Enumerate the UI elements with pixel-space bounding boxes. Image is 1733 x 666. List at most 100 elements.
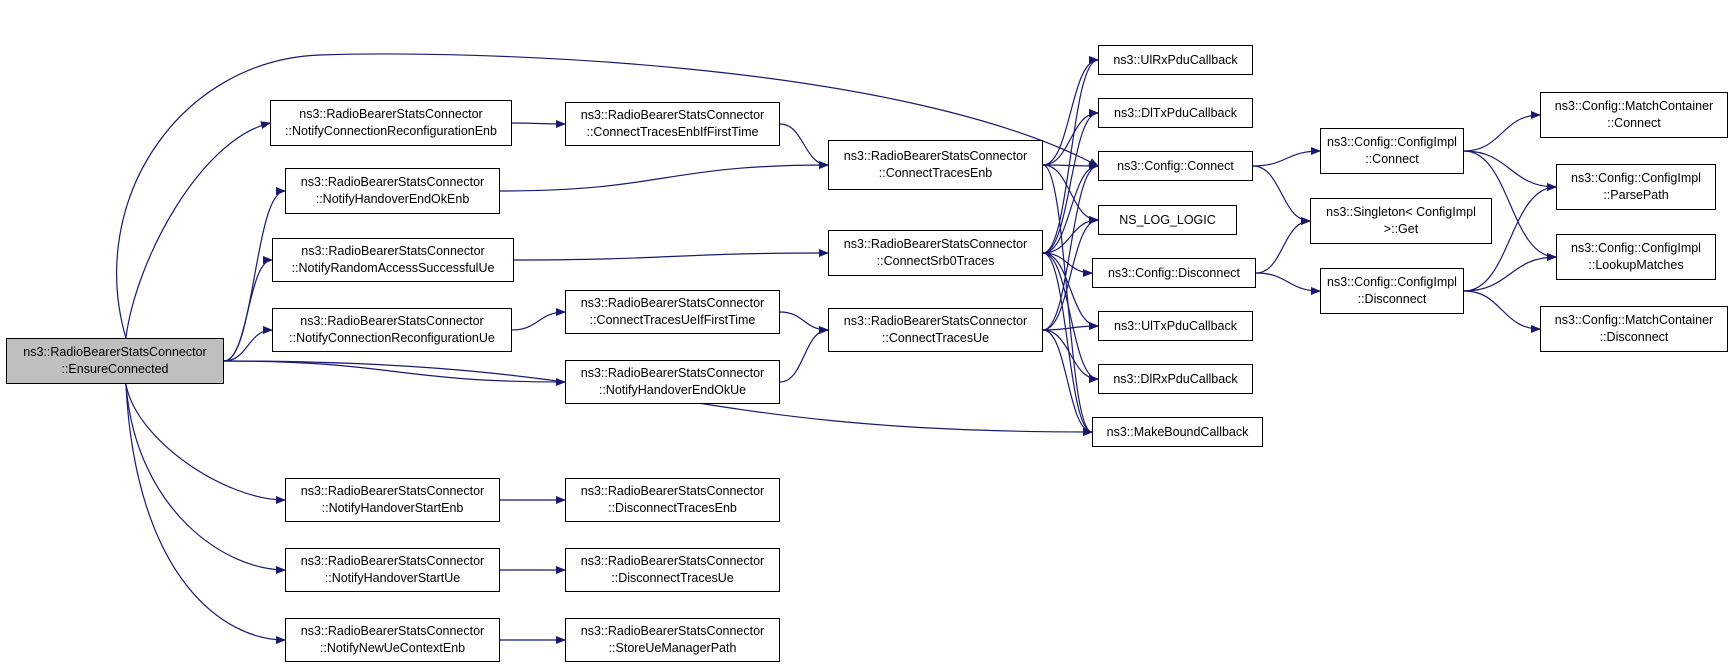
node-dlTx[interactable]: ns3::DlTxPduCallback <box>1098 98 1253 128</box>
edge-srb0-to-cfgConnect <box>1042 162 1099 254</box>
node-label-line: ns3::Config::MatchContainer <box>1554 99 1714 113</box>
edge-nheoUe-to-ctUe <box>779 326 829 383</box>
node-label-line: ::Connect <box>1365 152 1419 166</box>
node-label-line: ns3::UlTxPduCallback <box>1114 318 1237 333</box>
node-singleton[interactable]: ns3::Singleton< ConfigImpl>::Get <box>1310 198 1492 244</box>
node-mcDisc[interactable]: ns3::Config::MatchContainer::Disconnect <box>1540 306 1728 352</box>
edge-ctUeIf-to-ctUe <box>779 311 829 334</box>
edge-ctEnb-to-nslog <box>1042 164 1099 224</box>
node-label-line: ns3::RadioBearerStatsConnector <box>299 107 483 121</box>
node-label-line: ns3::UlRxPduCallback <box>1113 52 1238 67</box>
node-label-line: ns3::Config::ConfigImpl <box>1327 275 1457 289</box>
node-cfgDisc[interactable]: ns3::Config::Disconnect <box>1092 258 1256 288</box>
node-label-line: ::ConnectTracesUe <box>881 331 990 345</box>
node-implConnect[interactable]: ns3::Config::ConfigImpl::Connect <box>1320 128 1464 174</box>
node-label-line: ns3::RadioBearerStatsConnector <box>843 237 1028 251</box>
node-label-line: ns3::Config::ConfigImpl <box>1571 241 1701 255</box>
edge-nheoEnb-to-ctEnb <box>499 161 829 192</box>
edge-nrasUe-to-srb0 <box>513 249 829 261</box>
edge-ncrUe-to-ctUeIf <box>511 308 566 331</box>
node-nnuce[interactable]: ns3::RadioBearerStatsConnector::NotifyNe… <box>285 618 500 662</box>
node-ensure[interactable]: ns3::RadioBearerStatsConnector::EnsureCo… <box>6 338 224 384</box>
node-label-line: ::Disconnect <box>1599 330 1669 344</box>
node-label-line: ::DisconnectTracesUe <box>611 571 734 585</box>
edge-ctUe-to-ulTx <box>1042 322 1099 331</box>
node-nheoEnb[interactable]: ns3::RadioBearerStatsConnector::NotifyHa… <box>285 168 500 214</box>
node-label-line: ns3::MakeBoundCallback <box>1106 424 1249 439</box>
edge-ncrEnb-to-ctEnbIf <box>511 119 566 128</box>
node-dtEnb[interactable]: ns3::RadioBearerStatsConnector::Disconne… <box>565 478 780 522</box>
edge-ensure-to-nhsUe <box>125 383 286 574</box>
node-ncrEnb[interactable]: ns3::RadioBearerStatsConnector::NotifyCo… <box>270 100 512 146</box>
node-mbc[interactable]: ns3::MakeBoundCallback <box>1092 417 1263 447</box>
node-nheoUe[interactable]: ns3::RadioBearerStatsConnector::NotifyHa… <box>565 360 780 404</box>
node-ulTx[interactable]: ns3::UlTxPduCallback <box>1098 311 1253 341</box>
edge-implDisc-to-parsePath <box>1463 183 1557 292</box>
edge-ensure-to-nrasUe <box>223 256 273 362</box>
node-nhsUe[interactable]: ns3::RadioBearerStatsConnector::NotifyHa… <box>285 548 500 592</box>
edge-srb0-to-ulRx <box>1042 56 1099 254</box>
edge-ensure-to-nheoUe <box>223 360 566 386</box>
edge-ensure-to-nnuce <box>125 383 286 644</box>
node-label-line: >::Get <box>1383 222 1419 236</box>
node-label-line: ::Connect <box>1607 116 1661 130</box>
node-label-line: ns3::Config::MatchContainer <box>1554 313 1714 327</box>
node-srb0[interactable]: ns3::RadioBearerStatsConnector::ConnectS… <box>828 230 1043 276</box>
edge-implDisc-to-mcDisc <box>1463 290 1541 333</box>
node-mcConnect[interactable]: ns3::Config::MatchContainer::Connect <box>1540 92 1728 138</box>
node-label-line: ns3::RadioBearerStatsConnector <box>580 366 765 380</box>
node-label-line: ::EnsureConnected <box>61 362 169 376</box>
node-label-line: ns3::Config::Disconnect <box>1107 265 1240 280</box>
node-label-line: ns3::RadioBearerStatsConnector <box>580 296 765 310</box>
edge-ctEnb-to-ulRx <box>1042 56 1099 166</box>
node-label-line: ns3::RadioBearerStatsConnector <box>300 484 485 498</box>
node-dtUe[interactable]: ns3::RadioBearerStatsConnector::Disconne… <box>565 548 780 592</box>
node-nhsEnb[interactable]: ns3::RadioBearerStatsConnector::NotifyHa… <box>285 478 500 522</box>
edge-cfgDisc-to-singleton <box>1255 217 1311 274</box>
node-label-line: ::ConnectTracesEnbIfFirstTime <box>586 125 759 139</box>
edge-cfgConnect-to-singleton <box>1252 165 1311 225</box>
node-label-line: NS_LOG_LOGIC <box>1119 212 1216 227</box>
node-label-line: ::LookupMatches <box>1588 258 1684 272</box>
edge-implConnect-to-mcConnect <box>1463 111 1541 152</box>
node-label-line: ::ConnectSrb0Traces <box>876 254 995 268</box>
node-label-line: ns3::RadioBearerStatsConnector <box>300 554 485 568</box>
node-label-line: ns3::Config::ConfigImpl <box>1571 171 1701 185</box>
node-label-line: ns3::RadioBearerStatsConnector <box>580 624 765 638</box>
edge-implConnect-to-lookup <box>1463 150 1557 261</box>
node-label-line: ns3::DlTxPduCallback <box>1114 105 1237 120</box>
node-ctEnbIf[interactable]: ns3::RadioBearerStatsConnector::ConnectT… <box>565 102 780 146</box>
node-label-line: ns3::Config::ConfigImpl <box>1327 135 1457 149</box>
node-label-line: ::ParsePath <box>1603 188 1669 202</box>
node-label-line: ::NotifyConnectionReconfigurationUe <box>289 331 495 345</box>
edge-ctEnbIf-to-ctEnb <box>779 123 829 169</box>
node-ncrUe[interactable]: ns3::RadioBearerStatsConnector::NotifyCo… <box>272 308 512 352</box>
edge-srb0-to-dlRx <box>1042 252 1099 383</box>
node-nslog[interactable]: NS_LOG_LOGIC <box>1098 205 1237 235</box>
edge-implConnect-to-parsePath <box>1463 150 1557 191</box>
node-ctUe[interactable]: ns3::RadioBearerStatsConnector::ConnectT… <box>828 308 1043 352</box>
node-label-line: ::Disconnect <box>1357 292 1427 306</box>
node-label-line: ::StoreUeManagerPath <box>608 641 737 655</box>
node-label-line: ::NotifyNewUeContextEnb <box>319 641 466 655</box>
node-nrasUe[interactable]: ns3::RadioBearerStatsConnector::NotifyRa… <box>272 238 514 282</box>
node-ulRx[interactable]: ns3::UlRxPduCallback <box>1098 45 1253 75</box>
node-dlRx[interactable]: ns3::DlRxPduCallback <box>1098 364 1253 394</box>
node-label-line: ::NotifyRandomAccessSuccessfulUe <box>291 261 495 275</box>
node-ctEnb[interactable]: ns3::RadioBearerStatsConnector::ConnectT… <box>828 140 1043 190</box>
node-parsePath[interactable]: ns3::Config::ConfigImpl::ParsePath <box>1556 164 1716 210</box>
node-label-line: ns3::RadioBearerStatsConnector <box>843 149 1028 163</box>
edge-ctUe-to-mbc <box>1042 329 1093 436</box>
node-label-line: ::NotifyHandoverStartEnb <box>321 501 464 515</box>
edge-ensure-to-nhsEnb <box>125 383 286 504</box>
node-sump[interactable]: ns3::RadioBearerStatsConnector::StoreUeM… <box>565 618 780 662</box>
node-ctUeIf[interactable]: ns3::RadioBearerStatsConnector::ConnectT… <box>565 290 780 334</box>
node-cfgConnect[interactable]: ns3::Config::Connect <box>1098 151 1253 181</box>
edge-ensure-to-ncrEnb <box>125 121 271 339</box>
edge-srb0-to-mbc <box>1042 252 1093 436</box>
edge-ctEnb-to-mbc <box>1042 164 1093 436</box>
node-implDisc[interactable]: ns3::Config::ConfigImpl::Disconnect <box>1320 268 1464 314</box>
node-lookup[interactable]: ns3::Config::ConfigImpl::LookupMatches <box>1556 234 1716 280</box>
edge-cfgConnect-to-implConnect <box>1252 147 1321 167</box>
